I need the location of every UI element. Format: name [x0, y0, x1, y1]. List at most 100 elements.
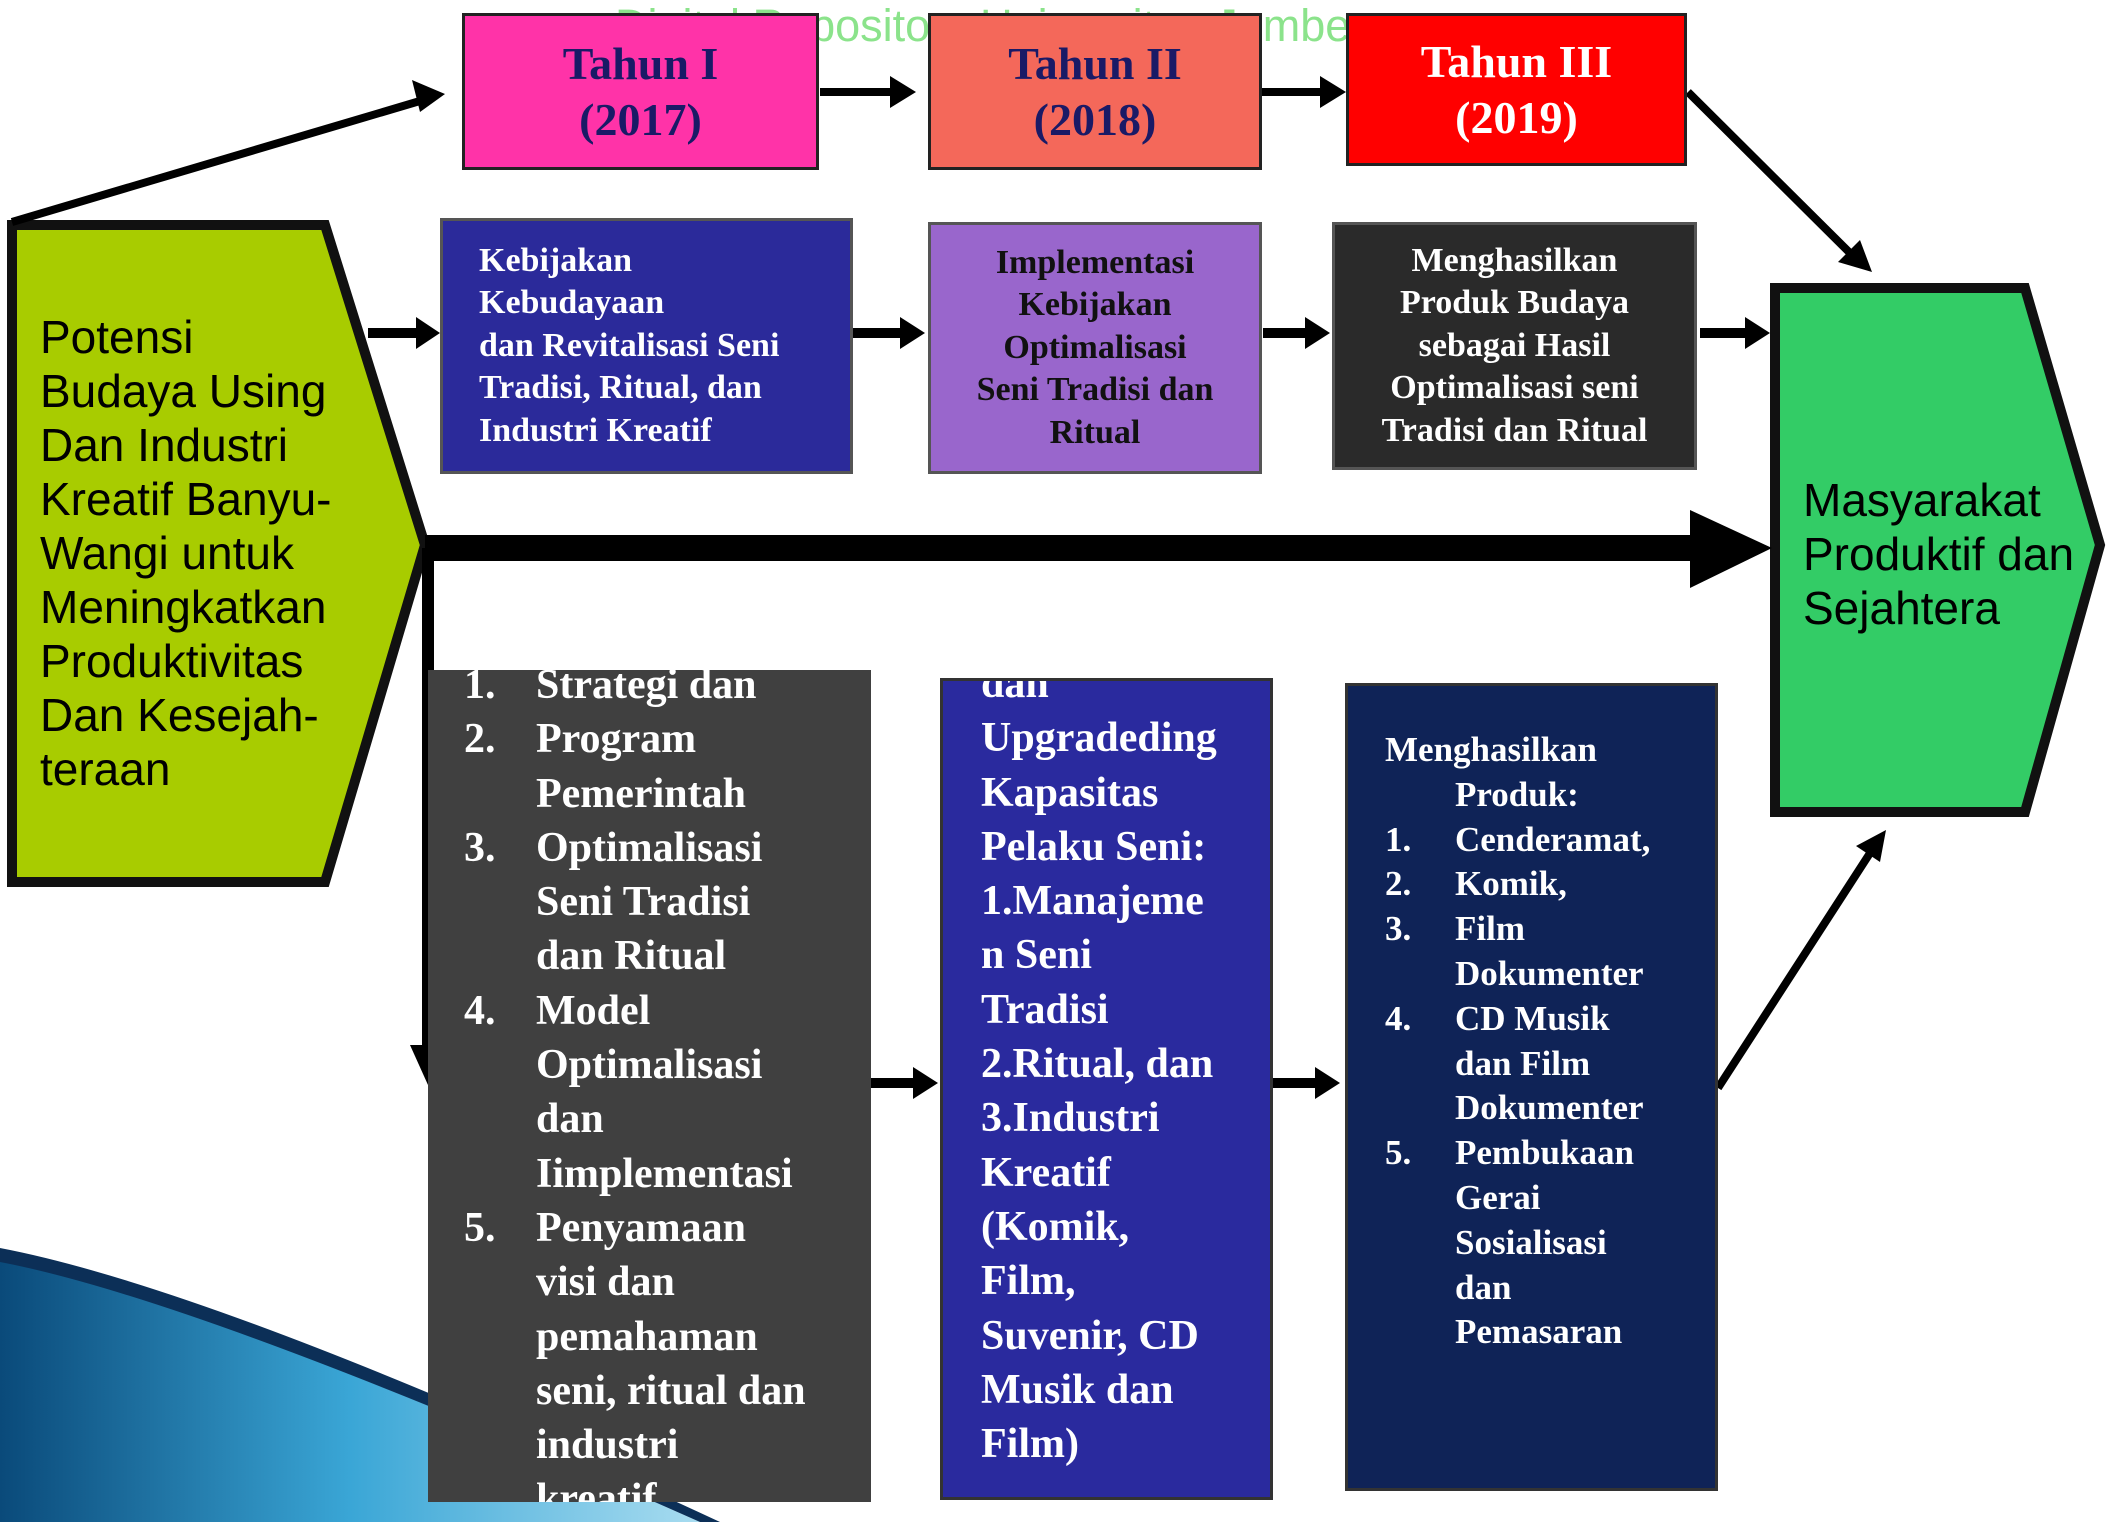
output-box: Menghasilkan Produk Budaya sebagai Hasil…: [1332, 222, 1697, 470]
item-number: 2.: [1385, 864, 1412, 904]
item-text: Model: [536, 987, 651, 1034]
output-line: Tradisi dan Ritual: [1381, 411, 1648, 449]
left-line: Budaya Using: [40, 365, 327, 417]
products-heading: Menghasilkan: [1385, 730, 1597, 769]
item-text: CD Musik: [1455, 998, 1610, 1038]
item-number: 3.: [464, 824, 496, 871]
right-line: Produktif dan: [1803, 528, 2075, 580]
item-text: dan Film: [1455, 1043, 1591, 1083]
capacity-line: Musik dan: [981, 1366, 1174, 1413]
capacity-line: 1.Manajeme: [981, 878, 1204, 925]
year-2-value: (2018): [1033, 93, 1157, 145]
year-1-value: (2017): [579, 93, 702, 145]
policy-line: Kebijakan: [479, 241, 633, 279]
right-line: Sejahtera: [1803, 582, 2000, 634]
arrow-year1-to-year2: [890, 76, 916, 108]
capacity-box: dan Upgradeding Kapasitas Pelaku Seni: 1…: [940, 678, 1273, 1500]
item-text: Dokumenter: [1455, 953, 1644, 993]
item-number: 3.: [1385, 909, 1412, 949]
capacity-line: Film,: [981, 1258, 1076, 1305]
item-text: Pembukaan: [1455, 1133, 1634, 1173]
item-text: kreatif.: [536, 1476, 668, 1502]
item-number: 4.: [1385, 998, 1412, 1038]
left-line: Produktivitas: [40, 635, 304, 687]
arrow-mid2-to-mid3: [1305, 317, 1330, 349]
output-line: Produk Budaya: [1400, 284, 1629, 322]
implementation-line: Seni Tradisi dan: [976, 371, 1214, 409]
policy-line: Industri Kreatif: [479, 411, 712, 449]
item-text: dan: [536, 1096, 604, 1143]
product-item: 1. Cenderamat,: [1385, 818, 1715, 863]
year-1-label: Tahun I: [562, 38, 719, 90]
item-number: 4.: [464, 987, 496, 1034]
item-text: Cenderamat,: [1455, 819, 1651, 859]
right-chevron-shape: [1770, 283, 2106, 817]
left-chevron-shape: [7, 220, 431, 887]
item-text: visi dan: [536, 1259, 675, 1306]
capacity-line: Kreatif: [981, 1149, 1111, 1196]
output-line: sebagai Hasil: [1418, 326, 1611, 364]
implementation-line: Kebijakan: [1018, 286, 1172, 324]
capacity-line: n Seni: [981, 932, 1092, 979]
item-text: Optimalisasi: [536, 824, 763, 871]
policy-line: Tradisi, Ritual, dan: [479, 369, 762, 407]
strategy-list: 1. Strategi dan 2. Program Pemerintah 3.: [464, 670, 871, 1502]
main-thick-arrow-head: [1690, 510, 1772, 588]
item-number: 2.: [464, 716, 496, 763]
product-item: 2. Komik,: [1385, 862, 1715, 907]
product-item: 4. CD Musik dan Film Dokumenter: [1385, 997, 1715, 1131]
arrow-col1-to-col2: [913, 1067, 938, 1099]
year-box-2: Tahun II (2018): [928, 13, 1262, 170]
item-text: Pemasaran: [1455, 1312, 1623, 1352]
capacity-line: Pelaku Seni:: [981, 823, 1207, 870]
capacity-line: Film): [981, 1421, 1079, 1468]
capacity-line: Tradisi: [981, 986, 1109, 1033]
item-text: Film: [1455, 909, 1525, 949]
item-text: Sosialisasi: [1455, 1222, 1607, 1262]
left-block-text: Potensi Budaya Using Dan Industri Kreati…: [40, 310, 360, 796]
right-line: Masyarakat: [1803, 474, 2041, 526]
item-number: 1.: [464, 670, 496, 708]
implementation-line: Implementasi: [995, 243, 1195, 281]
arrow-left-to-mid1: [416, 317, 440, 349]
capacity-line: Upgradeding: [981, 715, 1217, 762]
arrow-col2-to-col3: [1315, 1067, 1340, 1099]
left-line: Dan Industri: [40, 419, 289, 471]
capacity-line: (Komik,: [981, 1203, 1130, 1250]
item-text: Seni Tradisi: [536, 879, 751, 926]
item-text: Iimplementasi: [536, 1150, 793, 1197]
strategy-item: 1. Strategi dan: [464, 670, 871, 712]
left-line: Kreatif Banyu-: [40, 473, 332, 525]
year-box-1: Tahun I (2017): [462, 13, 819, 170]
item-text: Program: [536, 716, 697, 763]
year-3-value: (2019): [1455, 91, 1578, 143]
item-text: Dokumenter: [1455, 1088, 1644, 1128]
policy-line: Kebudayaan: [479, 284, 665, 322]
strategy-item: 2. Program Pemerintah: [464, 712, 871, 821]
output-line: Menghasilkan: [1411, 241, 1618, 279]
policy-line: dan Revitalisasi Seni: [479, 326, 780, 364]
capacity-line: dan: [981, 678, 1049, 707]
capacity-line: 3.Industri: [981, 1095, 1160, 1142]
products-list: 1. Cenderamat, 2. Komik, 3. Film Dokumen…: [1385, 818, 1715, 1356]
implementation-line: Ritual: [1049, 413, 1141, 451]
product-item: 3. Film Dokumenter: [1385, 907, 1715, 997]
implementation-line: Optimalisasi: [1003, 328, 1187, 366]
item-number: 5.: [1385, 1133, 1412, 1173]
product-item: 5. Pembukaan Gerai Sosialisasi dan Pemas…: [1385, 1131, 1715, 1355]
item-text: industri: [536, 1422, 679, 1469]
year-2-label: Tahun II: [1008, 38, 1182, 90]
output-line: Optimalisasi seni: [1390, 369, 1639, 407]
item-text: Optimalisasi: [536, 1042, 763, 1089]
item-text: Pemerintah: [536, 770, 746, 817]
arrow-mid3-to-right: [1745, 317, 1770, 349]
item-text: Strategi dan: [536, 670, 757, 708]
year-box-3: Tahun III (2019): [1346, 13, 1687, 166]
right-block-text: Masyarakat Produktif dan Sejahtera: [1803, 473, 2098, 635]
left-line: Potensi: [40, 311, 194, 363]
strategy-item: 4. Model Optimalisasi dan Iimplementasi: [464, 984, 871, 1201]
item-text: pemahaman: [536, 1313, 758, 1360]
strategy-box: 1. Strategi dan 2. Program Pemerintah 3.: [428, 670, 871, 1502]
left-line: teraan: [40, 743, 171, 795]
item-text: Penyamaan: [536, 1204, 746, 1251]
